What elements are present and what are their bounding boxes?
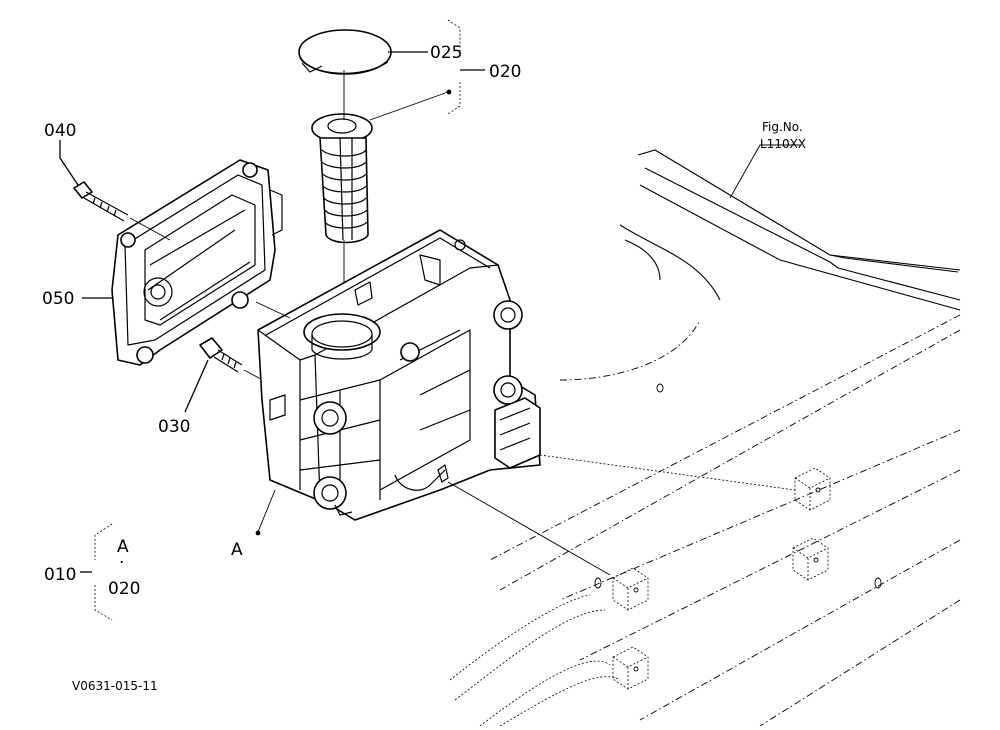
fig-no-value: L110XX <box>760 137 806 151</box>
fig-no-label: Fig.No. <box>762 120 803 134</box>
callout-030: 030 <box>158 417 190 437</box>
callout-025: 025 <box>430 43 462 63</box>
main-housing <box>257 229 541 521</box>
part-040-bolt <box>73 181 171 241</box>
callout-010: 010 <box>44 565 76 585</box>
group-bracket-010 <box>80 523 113 621</box>
part-050-cover <box>111 159 283 366</box>
part-020-strainer <box>311 113 373 244</box>
callout-020: 020 <box>489 62 521 82</box>
group-range-separator: · <box>119 553 124 573</box>
callout-leaders <box>59 51 800 536</box>
drawing-code: V0631-015-11 <box>72 679 158 693</box>
group-range-bottom: 020 <box>108 579 140 599</box>
assembly-guide-lines <box>255 301 796 576</box>
part-025-cap <box>298 29 392 75</box>
group-bracket-020 <box>447 19 485 115</box>
callout-040: 040 <box>44 121 76 141</box>
group-range-top: A <box>117 537 129 557</box>
callout-050: 050 <box>42 289 74 309</box>
reference-marker-a: A <box>231 540 243 560</box>
chassis-frame-outline <box>449 149 961 727</box>
frame-mount-blocks <box>612 467 831 690</box>
part-030-bolt <box>199 337 301 401</box>
